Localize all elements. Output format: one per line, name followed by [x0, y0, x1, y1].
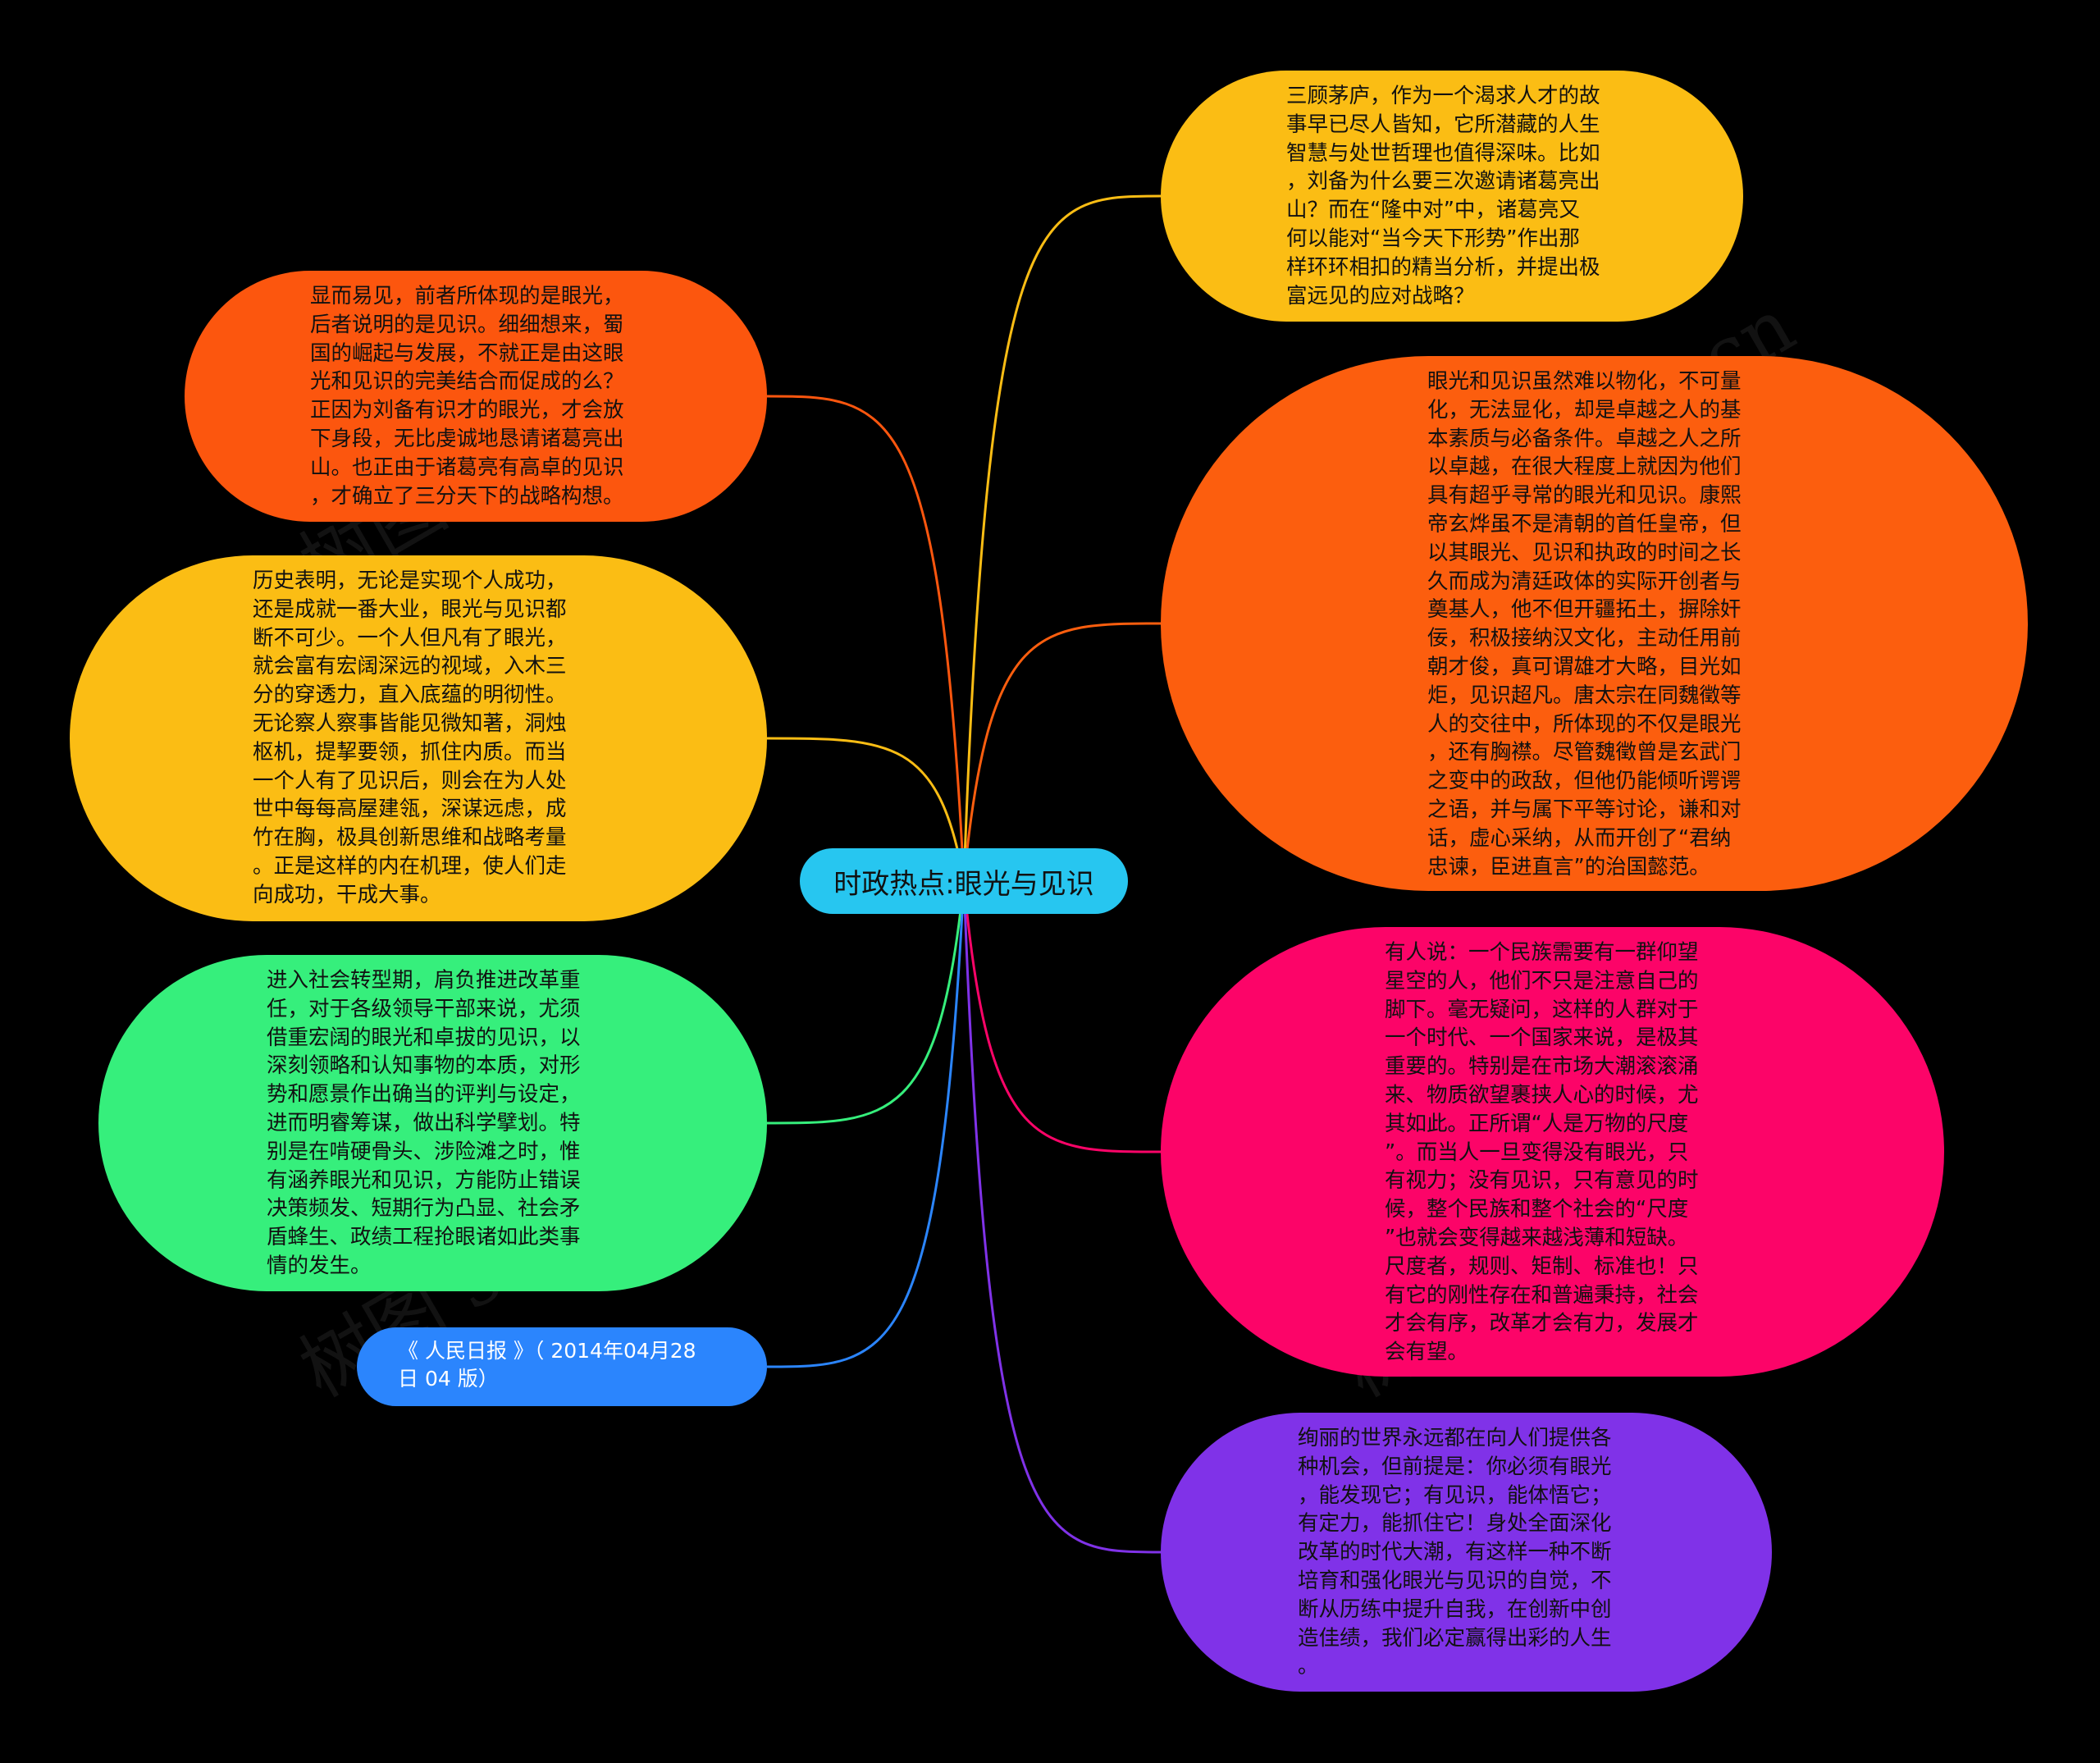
topic-node-three-visits[interactable]: 三顾茅庐，作为一个渴求人才的故 事早已尽人皆知，它所潜藏的人生 智慧与处世哲理也… [1161, 71, 1743, 322]
connector-r1 [962, 194, 1162, 882]
topic-node-text: 三顾茅庐，作为一个渴求人才的故 事早已尽人皆知，它所潜藏的人生 智慧与处世哲理也… [1286, 84, 1600, 308]
topic-node-text: 历史表明，无论是实现个人成功， 还是成就一番大业，眼光与见识都 断不可少。一个人… [253, 569, 567, 907]
topic-node-history-shows[interactable]: 历史表明，无论是实现个人成功， 还是成就一番大业，眼光与见识都 断不可少。一个人… [70, 555, 767, 921]
topic-node-social-transition[interactable]: 进入社会转型期，肩负推进改革重 任，对于各级领导干部来说，尤须 借重宏阔的眼光和… [98, 955, 767, 1291]
topic-node-text: 眼光和见识虽然难以物化，不可量 化，无法显化，却是卓越之人的基 本素质与必备条件… [1427, 369, 1742, 879]
connector-l1 [766, 395, 966, 882]
topic-node-source[interactable]: 《 人民日报 》（ 2014年04月28 日 04 版） [357, 1327, 767, 1406]
connector-r2 [962, 622, 1162, 882]
connector-r3 [962, 880, 1162, 1153]
connector-l4 [766, 880, 966, 1368]
central-topic[interactable]: 时政热点:眼光与见识 [800, 848, 1128, 914]
topic-node-opportunities[interactable]: 绚丽的世界永远都在向人们提供各 种机会，但前提是：你必须有眼光 ，能发现它；有见… [1161, 1413, 1772, 1692]
topic-node-shu-rise[interactable]: 显而易见，前者所体现的是眼光， 后者说明的是见识。细细想来，蜀 国的崛起与发展，… [185, 271, 767, 522]
connector-l2 [766, 737, 966, 882]
topic-node-text: 绚丽的世界永远都在向人们提供各 种机会，但前提是：你必须有眼光 ，能发现它；有见… [1298, 1426, 1612, 1679]
topic-node-text: 显而易见，前者所体现的是眼光， 后者说明的是见识。细细想来，蜀 国的崛起与发展，… [310, 284, 624, 509]
central-topic-title: 时政热点:眼光与见识 [833, 867, 1094, 901]
topic-node-text: 进入社会转型期，肩负推进改革重 任，对于各级领导干部来说，尤须 借重宏阔的眼光和… [267, 968, 581, 1278]
topic-node-vision-and-insight[interactable]: 眼光和见识虽然难以物化，不可量 化，无法显化，却是卓越之人的基 本素质与必备条件… [1161, 356, 2028, 891]
source-citation-text: 《 人民日报 》（ 2014年04月28 日 04 版） [398, 1339, 696, 1391]
connector-l3 [766, 880, 966, 1125]
topic-node-text: 有人说：一个民族需要有一群仰望 星空的人，他们不只是注意自己的 脚下。毫无疑问，… [1385, 940, 1699, 1365]
connector-r4 [962, 880, 1162, 1554]
topic-node-stargazers[interactable]: 有人说：一个民族需要有一群仰望 星空的人，他们不只是注意自己的 脚下。毫无疑问，… [1161, 927, 1944, 1377]
